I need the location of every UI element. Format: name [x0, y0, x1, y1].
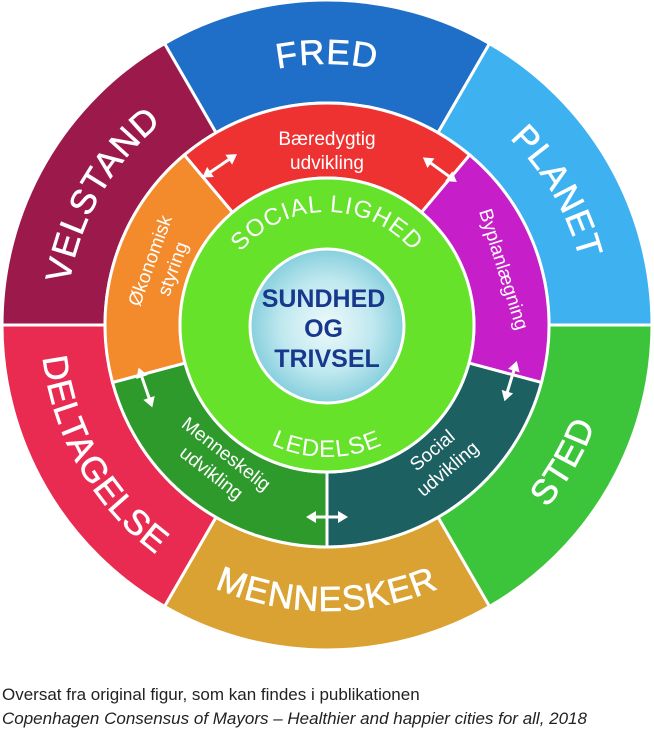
center-label: SUNDHED OG TRIVSEL: [262, 285, 393, 373]
double-arrow-icon: [202, 154, 238, 178]
arrow-shaft: [139, 374, 152, 401]
arrow-head: [143, 395, 155, 408]
arrow-head: [445, 171, 457, 183]
double-arrow-icon: [422, 157, 457, 183]
center-circle: [248, 247, 406, 405]
double-arrow-icon: [136, 367, 155, 408]
caption-publication-title: Copenhagen Consensus of Mayors – Healthi…: [2, 709, 587, 728]
double-arrow-icon: [306, 511, 348, 523]
arrow-head: [225, 154, 238, 165]
double-arrow-icon: [501, 361, 520, 402]
arrow-shaft: [505, 368, 516, 395]
connection-arrows: [136, 154, 520, 523]
caption-source-note: Oversat fra original figur, som kan find…: [2, 685, 420, 704]
arrow-head: [306, 511, 316, 523]
arrow-head: [508, 361, 520, 373]
wheel-diagram: FRED PLANET STED MENNESKER DELTAGELSE VE…: [0, 0, 654, 652]
arrow-head: [136, 367, 148, 380]
arrow-shaft: [428, 160, 452, 179]
arrow-head: [422, 157, 435, 169]
middle-ring: [103, 101, 551, 549]
arrow-head: [338, 511, 348, 523]
arrow-head: [202, 167, 214, 178]
arrow-head: [501, 389, 514, 402]
arrow-shaft: [208, 157, 232, 175]
